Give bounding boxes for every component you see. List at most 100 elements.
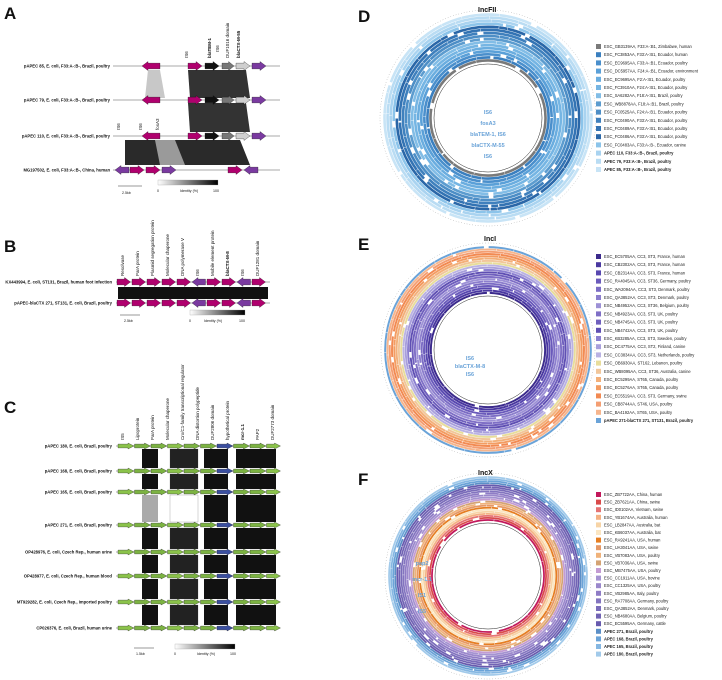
sequence-label: pAPEC-blaCTX 271, ST131, E. coli, Brazil… — [14, 301, 112, 306]
gene-arrow — [216, 548, 234, 556]
sequence-label: KX443994, E. coli, ST131, Brazil, human … — [5, 280, 112, 285]
gene-arrow — [216, 467, 234, 475]
gene-arrow — [183, 521, 201, 529]
gene-arrow — [206, 298, 221, 308]
ring-track — [393, 255, 583, 445]
gene-label: IS6 — [184, 51, 189, 58]
panel-a-gene-alignment: pAPEC 85, E. coli, F33:A-:B-, Brazil, po… — [22, 22, 280, 195]
legend-swatch — [596, 126, 601, 131]
legend-label: ESC_WB8095AA, CC3, ST36, Australia, cani… — [604, 369, 691, 374]
gene-arrow — [150, 521, 168, 529]
gene-arrow — [200, 598, 217, 606]
legend-swatch — [596, 507, 601, 513]
homology-link — [204, 555, 228, 573]
gene-arrow — [150, 467, 168, 475]
panel-label-c: C — [4, 398, 16, 417]
gene-arrow — [117, 488, 135, 496]
gene-arrow — [204, 61, 220, 71]
legend-swatch — [596, 117, 601, 123]
identity-gradient-bar — [189, 309, 246, 316]
gene-arrow — [167, 624, 184, 632]
gene-arrow — [134, 521, 151, 529]
legend-swatch — [596, 52, 601, 58]
gene-arrow — [249, 488, 267, 496]
gene-arrow — [167, 467, 184, 475]
legend-label: ESC_EC5595AA, Germany, cattle — [604, 621, 667, 626]
legend-label: ESC_RA9241AA, USA, human — [604, 538, 661, 543]
legend-swatch — [596, 76, 601, 82]
ring-track — [398, 486, 578, 666]
gene-arrow — [221, 277, 236, 287]
legend-label: APEC 180, Brazil, poultry — [604, 652, 654, 657]
identity-gradient-bar — [174, 643, 236, 650]
ring-track — [419, 49, 557, 187]
ring-track — [413, 275, 563, 425]
legend-swatch — [596, 352, 601, 358]
ring-track — [407, 37, 569, 199]
gene-arrow — [141, 61, 161, 71]
legend-swatch — [596, 336, 601, 341]
homology-link — [145, 70, 165, 98]
legend-swatch — [596, 401, 601, 407]
homology-link — [188, 70, 250, 98]
gene-arrow — [243, 165, 259, 175]
gene-label: PAP2 — [255, 428, 260, 440]
ring-track — [388, 250, 588, 450]
gene-arrow — [216, 572, 234, 580]
homology-link — [155, 140, 185, 165]
ring-track — [427, 289, 549, 411]
identity-min: 0 — [174, 652, 176, 656]
legend-label: ESC_RA7708AA, Germany, poultry — [604, 598, 669, 603]
legend-swatch — [596, 60, 601, 66]
gene-arrow — [183, 598, 201, 606]
gene-arrow — [114, 165, 130, 175]
ring-track — [409, 271, 567, 429]
gene-arrow — [216, 442, 234, 450]
ring-track — [392, 480, 584, 672]
legend-label: ESC_SA6282AA, F18:A-:B1, Brazil, poultry — [604, 93, 683, 98]
gene-label: fosA3 — [155, 118, 160, 130]
legend-label: ESC_BA4192AA, ST65, USA, poultry — [604, 410, 673, 415]
legend-label: ESC_FC3853AA, F33:A-:B1, Ecuador, human — [604, 52, 688, 57]
panel-label-e: E — [358, 235, 369, 254]
ring-track — [402, 490, 574, 662]
gene-arrow — [235, 61, 251, 71]
legend-label: ESC_CB8744AA, ST46, USA, poultry — [604, 402, 673, 407]
gene-arrow — [200, 572, 217, 580]
homology-link — [169, 473, 199, 490]
homology-link — [204, 605, 228, 625]
gene-arrow — [131, 277, 146, 287]
legend-label: ESC_EC5276AA, ST65, Canada, poultry — [604, 385, 679, 390]
ring-track — [429, 59, 547, 177]
legend-swatch — [596, 552, 601, 558]
ring-track — [424, 512, 552, 640]
homology-link — [169, 448, 199, 469]
gene-arrow — [216, 521, 234, 529]
gene-arrow — [141, 131, 161, 141]
ring-gene-label: IS6 — [466, 356, 474, 362]
gene-arrow — [200, 521, 217, 529]
legend-swatch — [596, 575, 601, 581]
gene-arrow — [134, 488, 151, 496]
homology-link — [204, 528, 228, 549]
legend-swatch — [596, 606, 601, 611]
ring-gene-label: IS6 — [466, 372, 474, 378]
homology-link — [169, 494, 199, 523]
legend-swatch — [596, 262, 601, 268]
gene-arrow — [251, 61, 267, 71]
ring-track — [392, 22, 584, 214]
sequence-label: pAPEC 165, E. coli, Brazil, poultry — [45, 490, 113, 495]
gene-arrow — [249, 598, 267, 606]
legend-swatch — [596, 514, 601, 520]
gene-arrow — [249, 442, 267, 450]
gene-label: DUF2806 domain — [210, 404, 215, 440]
gene-arrow — [191, 277, 206, 287]
gene-arrow — [227, 165, 243, 175]
ring-track — [423, 285, 553, 415]
legend-swatch — [596, 628, 601, 634]
sequence-label: pAPEC 168, E. coli, Brazil, poultry — [45, 469, 113, 474]
homology-link — [142, 474, 158, 489]
